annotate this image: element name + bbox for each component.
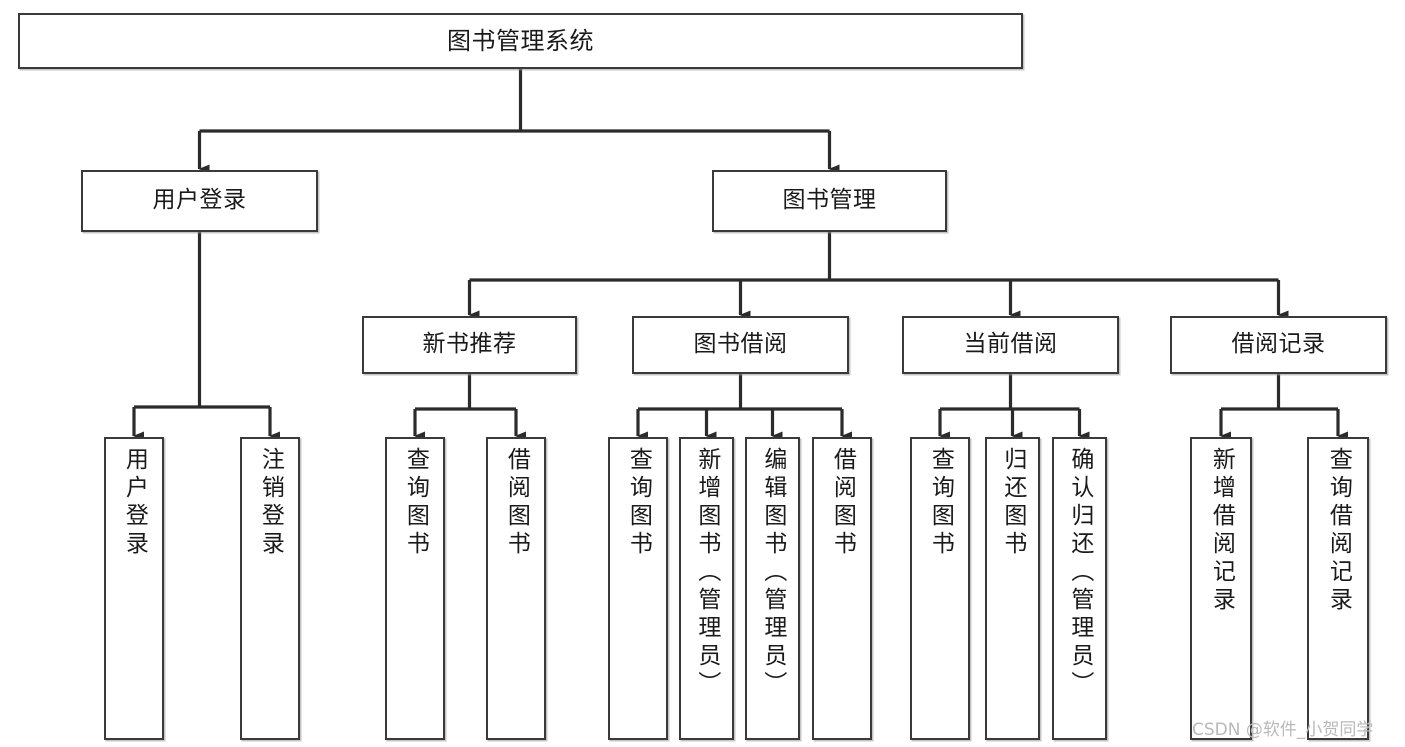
node-borrow-records[interactable]: 借阅记录 [1170,316,1387,374]
node-root-label: 图书管理系统 [447,26,594,55]
leaf-query-book-current-label: 查询图书 [927,447,954,559]
node-new-book-recommend-label: 新书推荐 [422,331,517,358]
node-book-borrow-label: 图书借阅 [693,331,788,358]
node-current-borrow-label: 当前借阅 [963,331,1058,358]
leaf-edit-book-admin[interactable]: 编辑图书（管理员） [745,437,800,740]
leaf-query-borrow-record-label: 查询借阅记录 [1325,447,1352,615]
leaf-user-login[interactable]: 用户登录 [104,437,164,740]
leaf-edit-book-admin-label: 编辑图书（管理员） [759,447,786,699]
leaf-query-borrow-record[interactable]: 查询借阅记录 [1307,437,1369,740]
node-book-management-label: 图书管理 [782,187,877,214]
leaf-return-book-label: 归还图书 [999,447,1026,559]
leaf-query-book-new-label: 查询图书 [402,447,429,559]
node-book-borrow[interactable]: 图书借阅 [632,316,849,374]
node-new-book-recommend[interactable]: 新书推荐 [362,316,577,374]
connector-group [132,69,1348,441]
leaf-borrow-book-new-label: 借阅图书 [503,447,530,559]
leaf-logout[interactable]: 注销登录 [240,437,300,740]
leaf-query-book-new[interactable]: 查询图书 [385,437,445,740]
leaf-query-book-borrow-label: 查询图书 [625,447,652,559]
leaf-borrow-book-new[interactable]: 借阅图书 [486,437,546,740]
leaf-add-borrow-record[interactable]: 新增借阅记录 [1190,437,1252,740]
leaf-borrow-book[interactable]: 借阅图书 [812,437,872,740]
leaf-query-book-current[interactable]: 查询图书 [910,437,970,740]
node-root[interactable]: 图书管理系统 [18,13,1023,69]
node-book-management[interactable]: 图书管理 [712,170,947,232]
node-user-login[interactable]: 用户登录 [81,170,318,232]
leaf-add-book-admin[interactable]: 新增图书（管理员） [679,437,734,740]
leaf-query-book-borrow[interactable]: 查询图书 [608,437,668,740]
leaf-add-borrow-record-label: 新增借阅记录 [1208,447,1235,615]
node-borrow-records-label: 借阅记录 [1231,331,1326,358]
leaf-return-book[interactable]: 归还图书 [985,437,1040,740]
leaf-confirm-return-admin[interactable]: 确认归还（管理员） [1052,437,1107,740]
leaf-add-book-admin-label: 新增图书（管理员） [693,447,720,699]
node-user-login-label: 用户登录 [152,187,247,214]
leaf-user-login-label: 用户登录 [121,447,148,559]
leaf-logout-label: 注销登录 [257,447,284,559]
node-current-borrow[interactable]: 当前借阅 [902,316,1119,374]
leaf-borrow-book-label: 借阅图书 [829,447,856,559]
leaf-confirm-return-admin-label: 确认归还（管理员） [1066,447,1093,699]
